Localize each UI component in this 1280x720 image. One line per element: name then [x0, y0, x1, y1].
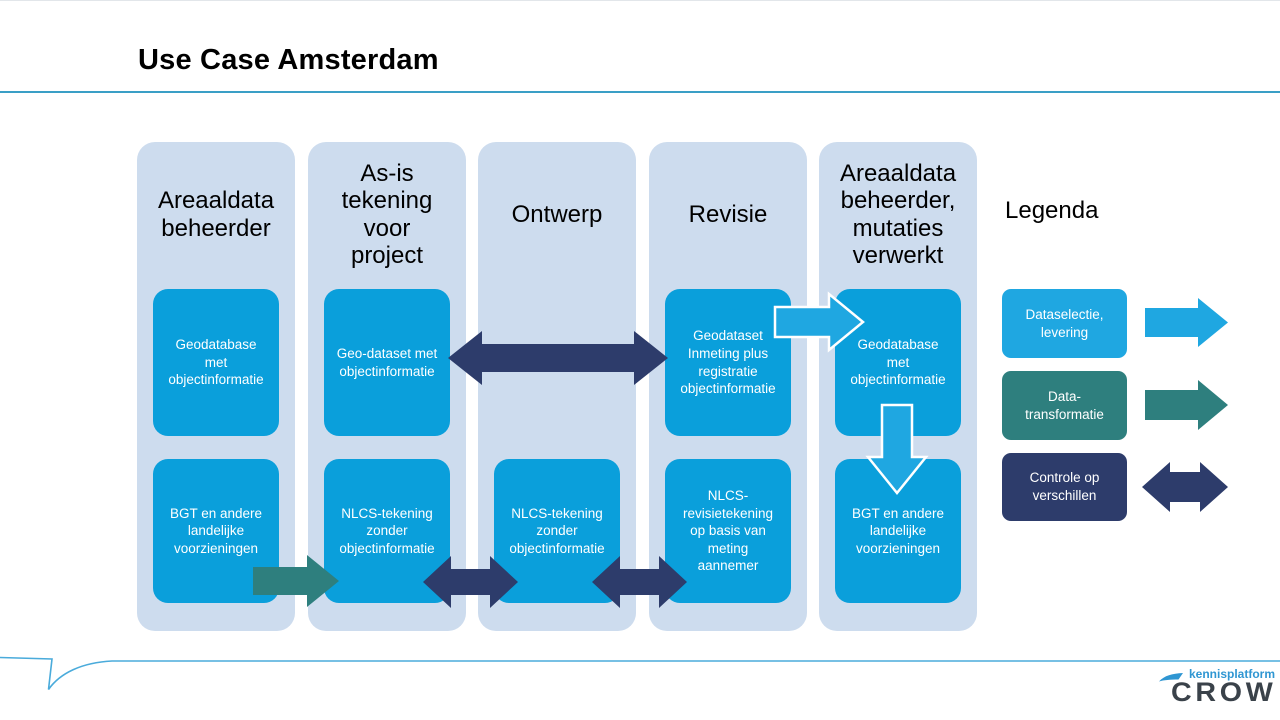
- legend-arrow-datatransformatie-icon: [1145, 380, 1228, 430]
- box-geodataset-inmeting-plus-registratie: Geodataset Inmeting plus registratie obj…: [665, 289, 791, 436]
- legend-arrow-controle-icon: [1142, 462, 1228, 512]
- slide-top-border: [0, 0, 1280, 1]
- column-title: Ontwerp: [511, 200, 603, 228]
- column-as-is-tekening-voor-project: As-is tekening voor project Geo-dataset …: [308, 142, 466, 631]
- column-title: Areaaldata beheerder, mutaties verwerkt: [839, 160, 957, 269]
- title-underline: [0, 91, 1280, 93]
- box-nlcs-tekening-zonder-objectinformatie: NLCS-tekening zonder objectinformatie: [494, 459, 620, 603]
- box-bgt-en-andere-landelijke-voorzieningen: BGT en andere landelijke voorzieningen: [835, 459, 961, 603]
- column-ontwerp: Ontwerp NLCS-tekening zonder objectinfor…: [478, 142, 636, 631]
- legend-arrow-dataselectie-icon: [1145, 298, 1228, 347]
- box-nlcs-revisietekening: NLCS- revisietekening op basis van metin…: [665, 459, 791, 603]
- column-areaaldata-beheerder: Areaaldata beheerder Geodatabase met obj…: [137, 142, 295, 631]
- column-title: Revisie: [688, 200, 768, 228]
- box-geodatabase-met-objectinformatie: Geodatabase met objectinformatie: [153, 289, 279, 436]
- logo-kennisplatform-text: kennisplatform: [1188, 667, 1275, 681]
- legend-title: Legenda: [1005, 197, 1099, 224]
- crow-logo-swoosh-icon: [1159, 673, 1183, 682]
- page-title: Use Case Amsterdam: [138, 44, 439, 76]
- column-areaaldata-beheerder-mutaties-verwerkt: Areaaldata beheerder, mutaties verwerkt …: [819, 142, 977, 631]
- box-bgt-en-andere-landelijke-voorzieningen: BGT en andere landelijke voorzieningen: [153, 459, 279, 603]
- box-geo-dataset-met-objectinformatie: Geo-dataset met objectinformatie: [324, 289, 450, 436]
- box-nlcs-tekening-zonder-objectinformatie: NLCS-tekening zonder objectinformatie: [324, 459, 450, 603]
- logo-crow-text: CROW: [1170, 677, 1276, 707]
- legend-item-controle-op-verschillen: Controle op verschillen: [1002, 453, 1127, 521]
- crow-logo: kennisplatform CROW: [1156, 668, 1276, 712]
- box-geodatabase-met-objectinformatie: Geodatabase met objectinformatie: [835, 289, 961, 436]
- legend-item-data-transformatie: Data- transformatie: [1002, 371, 1127, 440]
- legend-item-dataselectie-levering: Dataselectie, levering: [1002, 289, 1127, 358]
- swoosh-path: [0, 656, 1280, 690]
- column-revisie: Revisie Geodataset Inmeting plus registr…: [649, 142, 807, 631]
- column-title: Areaaldata beheerder: [157, 187, 275, 242]
- column-title: As-is tekening voor project: [341, 160, 433, 269]
